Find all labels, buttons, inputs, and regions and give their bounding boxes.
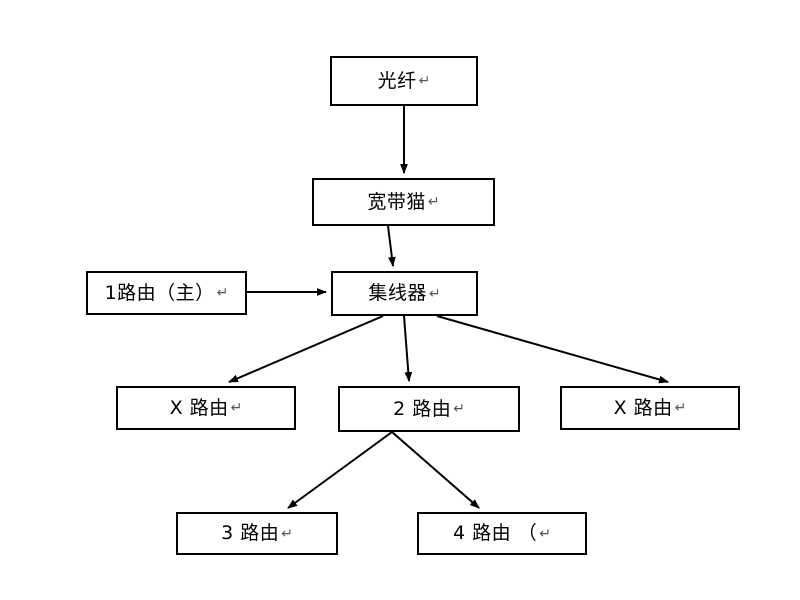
node-router-3: 3 路由↵	[176, 512, 338, 555]
edge-router2-to-router3	[287, 431, 393, 509]
node-hub: 集线器↵	[331, 271, 478, 316]
edge-hub-to-router2	[403, 315, 413, 382]
return-mark-icon: ↵	[230, 400, 243, 416]
return-mark-icon: ↵	[674, 400, 687, 416]
node-router-4: 4 路由 （↵	[417, 512, 587, 555]
edge-hub-to-router-x-right	[436, 315, 669, 384]
node-router-3-label: 3 路由	[221, 522, 280, 544]
return-mark-icon: ↵	[428, 285, 441, 302]
node-router-x-left-label: X 路由	[169, 396, 229, 419]
node-router-2-label: 2 路由	[393, 397, 452, 420]
return-mark-icon: ↵	[216, 285, 229, 301]
node-modem-label: 宽带猫	[367, 190, 426, 213]
node-router-2: 2 路由↵	[338, 386, 520, 432]
return-mark-icon: ↵	[281, 525, 293, 542]
node-hub-label: 集线器	[368, 282, 427, 304]
node-router-1-main-label: 1路由（主）	[104, 281, 215, 304]
return-mark-icon: ↵	[453, 401, 465, 417]
node-router-x-right: X 路由↵	[560, 386, 740, 430]
node-router-1-main: 1路由（主）↵	[86, 271, 247, 315]
return-mark-icon: ↵	[539, 525, 551, 542]
node-fiber: 光纤↵	[330, 56, 478, 106]
edge-modem-to-hub	[387, 225, 396, 267]
node-modem: 宽带猫↵	[312, 178, 495, 226]
node-router-x-right-label: X 路由	[613, 396, 673, 419]
return-mark-icon: ↵	[418, 73, 431, 89]
edge-router2-to-router4	[391, 431, 480, 509]
return-mark-icon: ↵	[427, 194, 440, 210]
node-router-x-left: X 路由↵	[116, 386, 296, 430]
node-fiber-label: 光纤	[377, 69, 417, 92]
edge-hub-to-router-x-left	[228, 315, 384, 383]
node-router-4-label: 4 路由 （	[453, 522, 538, 544]
